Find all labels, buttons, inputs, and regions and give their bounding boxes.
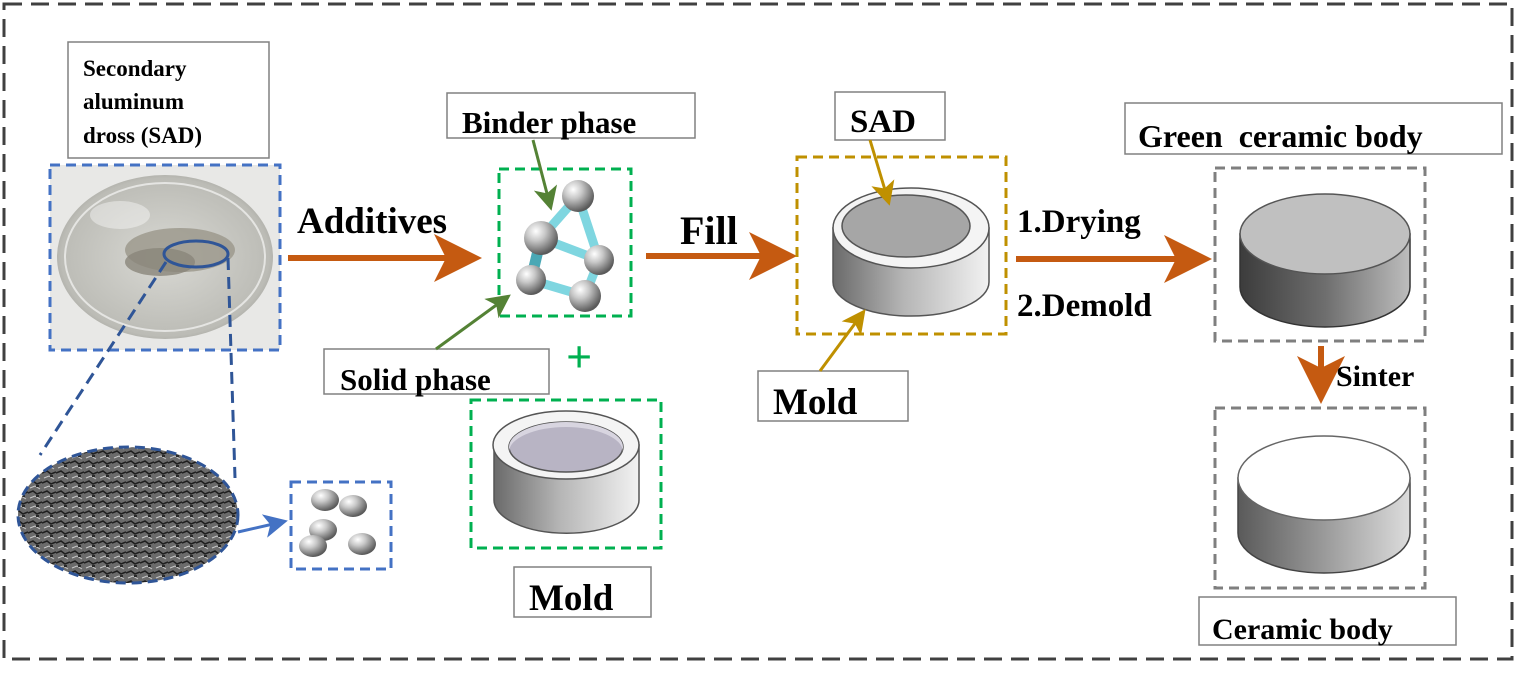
- outer-frame: [2, 2, 1514, 661]
- sad-source-line-3: dross (SAD): [83, 123, 202, 148]
- sem-to-particles-arrow: [237, 514, 288, 538]
- sad-source-line-2: aluminum: [83, 89, 184, 114]
- sad-label-box: [834, 91, 946, 141]
- filled-mold-frame: [795, 155, 1008, 336]
- binder-phase-label-box: [446, 92, 696, 139]
- demold-label: 2.Demold: [1017, 288, 1152, 324]
- solid-phase-label: Solid phase: [340, 362, 491, 397]
- sad-source-label: Secondary aluminum dross (SAD): [83, 56, 202, 148]
- mold-left-label: Mold: [529, 578, 614, 619]
- ring-mold: [492, 410, 640, 534]
- zoom-line-left: [38, 261, 168, 456]
- green-body-label: Green ceramic body: [1138, 118, 1423, 154]
- binder-leader: [531, 139, 558, 211]
- mold-center-label: Mold: [773, 382, 858, 423]
- solid-leader: [435, 294, 511, 351]
- sad-leader: [868, 139, 895, 206]
- ceramic-body-label-box: [1198, 596, 1457, 646]
- solid-phase-label-box: [323, 348, 550, 395]
- filled-mold: [832, 187, 990, 317]
- molecule-frame: [497, 167, 633, 318]
- plus-sign: +: [566, 331, 592, 382]
- mold-left-label-box: [513, 566, 652, 618]
- binder-phase-label: Binder phase: [462, 105, 636, 140]
- green-body-frame: [1213, 166, 1427, 343]
- drying-label: 1.Drying: [1017, 204, 1141, 240]
- mold-frame-left: [469, 398, 663, 550]
- additives-label: Additives: [297, 201, 447, 242]
- sad-source-line-1: Secondary: [83, 56, 187, 81]
- photo-frame: [48, 163, 282, 352]
- ceramic-body-label: Ceramic body: [1212, 613, 1393, 646]
- molecule-model: [516, 180, 614, 312]
- sem-frame: [16, 445, 240, 585]
- ceramic-body-frame: [1213, 406, 1427, 590]
- sinter-label: Sinter: [1336, 360, 1414, 393]
- petri-dish-photo: [50, 165, 280, 350]
- particle-cluster: [299, 489, 376, 557]
- sad-source-label-box: [67, 41, 270, 159]
- green-body-cylinder: [1239, 193, 1411, 328]
- green-body-label-box: [1124, 102, 1503, 155]
- sintered-cylinder: [1237, 435, 1411, 574]
- mold-leader: [818, 309, 866, 372]
- sad-label: SAD: [850, 104, 916, 140]
- particles-frame: [289, 480, 393, 571]
- sem-micrograph: [18, 447, 238, 583]
- fill-label: Fill: [680, 208, 738, 253]
- mold-center-label-box: [757, 370, 909, 422]
